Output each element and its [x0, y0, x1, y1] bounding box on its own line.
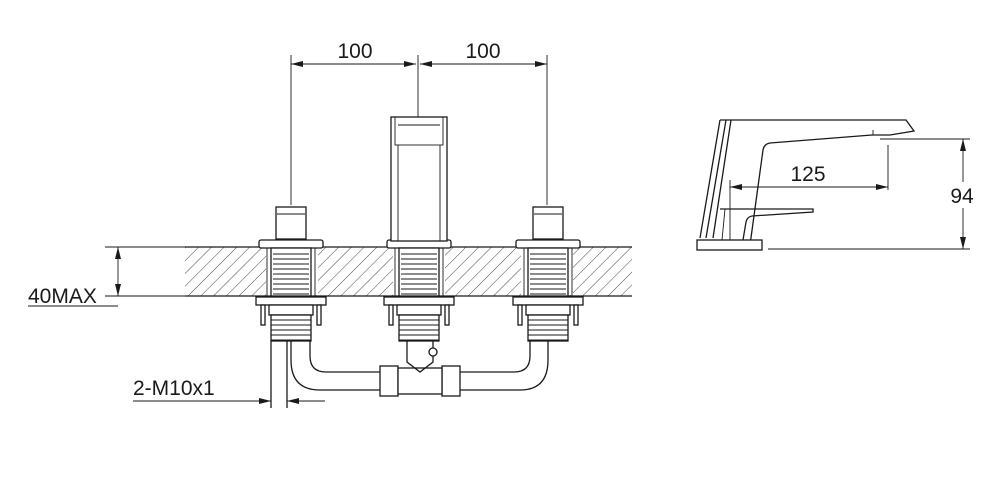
pipe-nut-left: [379, 365, 399, 397]
connection-dimension: 2-M10x1: [133, 377, 325, 404]
pipe-nut-right: [441, 365, 461, 397]
diverter-knob: [428, 347, 438, 357]
bolt-icon: [260, 304, 266, 326]
deck-thickness-dimension: 40MAX: [28, 246, 185, 308]
bolt-icon: [517, 304, 523, 326]
dim-right-spacing: 100: [465, 40, 500, 63]
dim-connection: 2-M10x1: [133, 377, 215, 400]
mount-unit-right: [512, 206, 584, 342]
bolt-icon: [444, 304, 450, 326]
dim-spout-height: 94: [950, 185, 974, 208]
mount-unit-left: [255, 206, 327, 342]
mount-unit-center: [383, 239, 455, 342]
bolt-icon: [573, 304, 579, 326]
handle-left: [275, 206, 307, 242]
bolt-icon: [388, 304, 394, 326]
spout: [390, 116, 448, 242]
handle-right: [532, 206, 564, 242]
dim-spout-reach: 125: [790, 163, 825, 186]
side-view: 125 94: [696, 119, 975, 251]
dim-left-spacing: 100: [337, 40, 372, 63]
dim-deck-thickness: 40MAX: [28, 285, 97, 308]
bolt-icon: [316, 304, 322, 326]
supply-pipes: [270, 341, 549, 408]
spacing-dimension: 100 100: [290, 40, 548, 205]
